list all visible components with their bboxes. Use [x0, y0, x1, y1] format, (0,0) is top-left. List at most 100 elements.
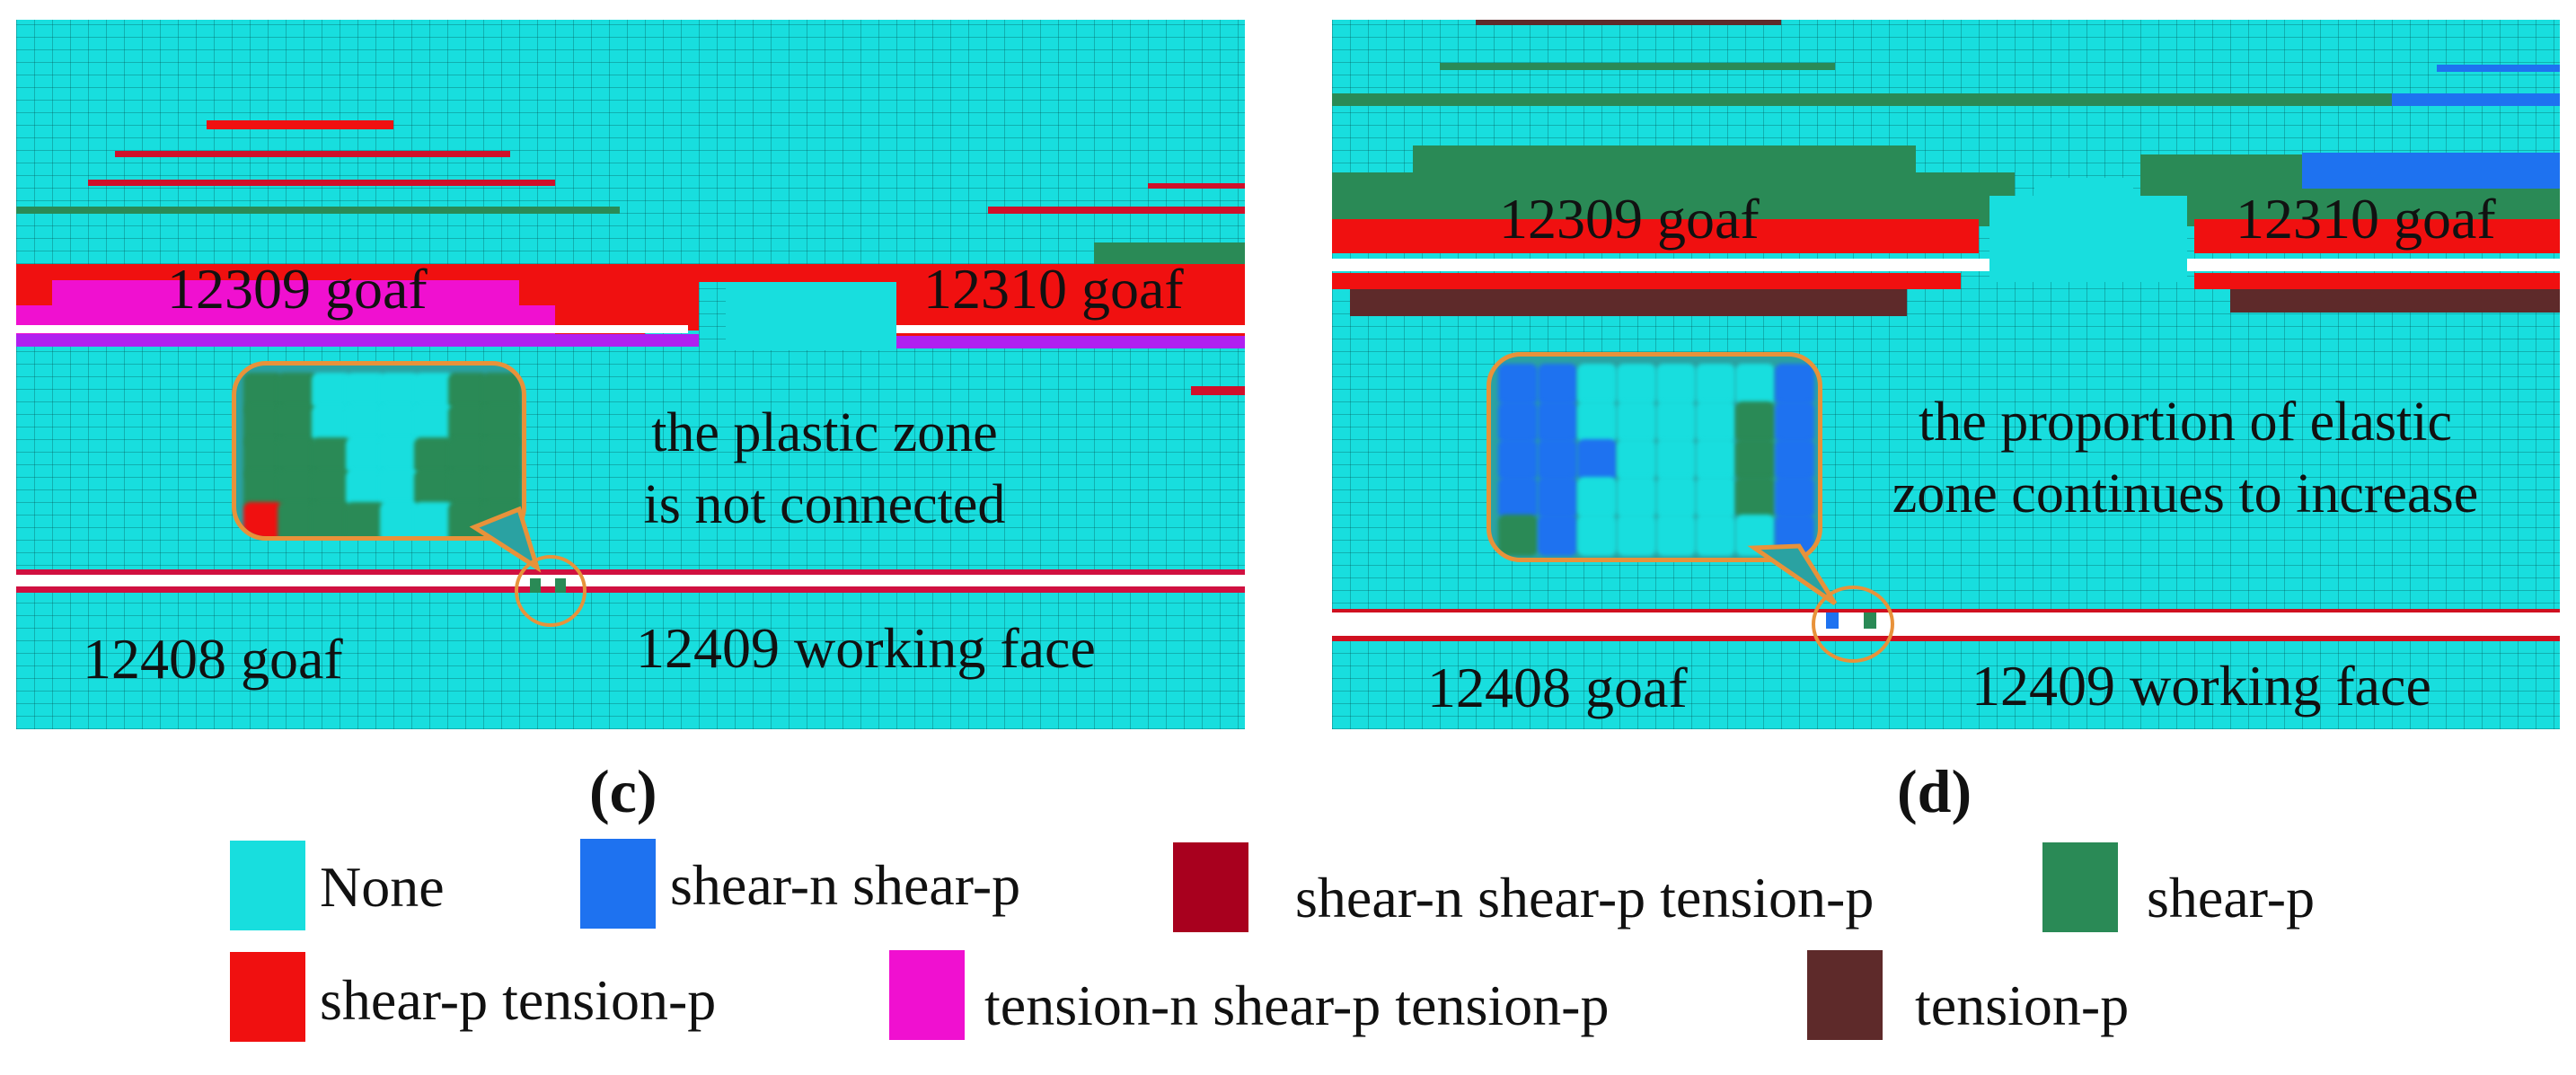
goaf-label-12310: 12310 goaf: [923, 257, 1184, 321]
plastic-band: [988, 207, 1245, 214]
inset-cell: [1696, 515, 1735, 556]
legend-label: shear-p: [2147, 866, 2316, 930]
inset-cell: [380, 502, 419, 536]
legend-label: shear-n shear-p tension-p: [1295, 866, 1875, 930]
inset-cell: [1617, 477, 1656, 518]
inset-cell: [1775, 401, 1814, 443]
inset-cell: [1696, 439, 1735, 480]
inset-cell: [1775, 364, 1814, 405]
plastic-band: [1148, 183, 1245, 189]
legend-swatch: [1173, 842, 1248, 932]
legend-label: None: [320, 855, 445, 919]
inset-cell: [1656, 439, 1696, 480]
focus-circle: [1812, 586, 1894, 663]
inset-cell: [1498, 515, 1538, 556]
inset-cell: [1538, 477, 1577, 518]
plastic-band: [1476, 20, 1781, 25]
inset-cell: [312, 502, 351, 536]
inset-cell: [1617, 439, 1656, 480]
plastic-band: [207, 120, 393, 129]
inset-cell: [1775, 477, 1814, 518]
plastic-band: [88, 180, 555, 186]
legend-swatch: [2042, 842, 2118, 932]
goaf-label-12310: 12310 goaf: [2236, 187, 2496, 251]
roadway-lower: [16, 575, 1245, 586]
plastic-zone-left-purple: [16, 334, 699, 347]
inset-cell: [1538, 364, 1577, 405]
inset-cell: [1735, 401, 1775, 443]
inset-cell: [1617, 515, 1656, 556]
callout-pointer: [1747, 543, 1838, 606]
pillar-elastic-core: [726, 282, 896, 350]
plastic-zone-left-green: [1332, 172, 2015, 226]
inset-cell: [1498, 439, 1538, 480]
legend-swatch: [230, 841, 305, 930]
legend-swatch: [889, 950, 965, 1040]
annotation-line: zone continues to increase: [1892, 463, 2479, 524]
inset-cell: [1577, 401, 1617, 443]
inset-cell: [1735, 364, 1775, 405]
magnified-inset: [1486, 352, 1822, 562]
plastic-spot: [1191, 386, 1245, 395]
inset-cell: [1696, 477, 1735, 518]
legend-label: shear-p tension-p: [320, 968, 717, 1032]
goaf-label-12309: 12309 goaf: [167, 257, 428, 321]
legend-swatch: [580, 839, 656, 929]
panel-c-model: 12309 goaf 12310 goaf 12408 goaf 12409 w…: [16, 20, 1245, 729]
plastic-zone-right-blue: [2302, 153, 2560, 189]
roadway-upper-left: [16, 325, 688, 333]
inset-cell: [1775, 439, 1814, 480]
annotation-line: the plastic zone: [651, 402, 998, 463]
roadway-upper-right: [896, 325, 1245, 333]
inset-cell: [1577, 439, 1617, 480]
mesh-grid: [16, 20, 1245, 729]
roadway-upper-left: [1332, 259, 1989, 271]
plastic-zone-right-tension: [2230, 289, 2560, 313]
inset-cell: [1656, 477, 1696, 518]
inset-cell: [1735, 439, 1775, 480]
annotation-text: the proportion of elastic zone continues…: [1826, 386, 2545, 530]
panel-label-d: (d): [1897, 757, 1972, 825]
inset-cell: [1696, 364, 1735, 405]
plastic-zone-right-red: [2194, 219, 2560, 253]
plastic-zone-mid-red: [645, 264, 914, 282]
inset-cell: [1617, 401, 1656, 443]
plastic-band: [1440, 63, 1835, 70]
working-face-label: 12409 working face: [1972, 654, 2431, 718]
legend-label: tension-p: [1915, 974, 2130, 1037]
plastic-zone-left-tension: [1350, 289, 1907, 316]
legend-label: tension-n shear-p tension-p: [984, 974, 1610, 1037]
plastic-band: [16, 207, 620, 214]
magnified-inset: [232, 361, 526, 541]
pillar-elastic-core: [1989, 196, 2187, 282]
inset-cell: [1577, 477, 1617, 518]
legend-swatch: [1807, 950, 1883, 1040]
plastic-band: [2437, 65, 2560, 72]
inset-cell: [1498, 477, 1538, 518]
goaf-label-12408: 12408 goaf: [83, 627, 343, 691]
plastic-zone-left-lower-red: [1332, 273, 1961, 289]
plastic-band: [115, 151, 510, 157]
inset-cell: [1538, 439, 1577, 480]
inset-cell: [1656, 515, 1696, 556]
working-face-label: 12409 working face: [636, 616, 1096, 680]
inset-cell: [1735, 477, 1775, 518]
panel-d-model: 12309 goaf 12310 goaf 12408 goaf 12409 w…: [1332, 20, 2560, 729]
inset-cell: [1538, 515, 1577, 556]
inset-cell: [1656, 364, 1696, 405]
plastic-band: [1094, 242, 1245, 266]
inset-cell: [1696, 401, 1735, 443]
focus-cells: [1864, 612, 1876, 629]
pillar-elastic-core: [2034, 178, 2133, 205]
legend-swatch: [230, 952, 305, 1042]
plastic-band: [1332, 93, 2560, 106]
plastic-zone-right-purple: [896, 336, 1245, 348]
inset-cell: [243, 502, 283, 536]
inset-cell: [346, 502, 385, 536]
panel-label-c: (c): [589, 757, 657, 825]
inset-cell: [1617, 364, 1656, 405]
roadway-lower: [1332, 612, 2560, 636]
focus-circle: [515, 555, 587, 627]
goaf-label-12309: 12309 goaf: [1499, 187, 1760, 251]
inset-cell: [1656, 401, 1696, 443]
